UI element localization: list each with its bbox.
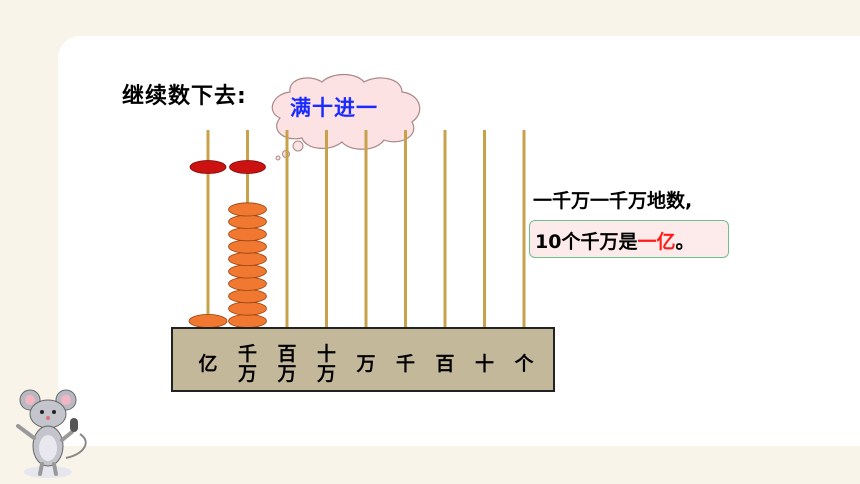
abacus-lower-bead [228,239,267,254]
place-label: 百万 [277,343,297,385]
place-label: 亿 [198,353,218,375]
bubble-text: 满十进一 [290,96,378,120]
abacus-lower-bead [228,276,267,291]
place-label: 千万 [237,343,257,385]
place-label: 万 [356,353,376,375]
abacus-lower-bead [228,251,267,266]
abacus-lower-bead [228,264,267,279]
abacus-lower-bead [228,202,267,217]
mouse-leg-left [38,462,44,476]
abacus-upper-bead [229,160,266,174]
mouse-arm-left [16,424,36,440]
mouse-arm-right [60,430,74,442]
highlight-box [529,220,729,258]
mouse-eye-left [40,410,44,414]
abacus [171,130,555,392]
mouse-belly [39,435,57,461]
mouse-ear-inner-left [25,395,35,405]
mouse-leg-right [52,462,58,476]
explanation-line2: 10个千万是一亿。 [535,227,694,254]
place-label: 千 [395,353,415,375]
abacus-lower-bead [228,214,267,229]
heading: 继续数下去: [122,84,247,109]
explanation-line1: 一千万一千万地数, [533,190,693,212]
abacus-lower-bead [228,301,267,316]
mouse-eye-right [52,410,56,414]
mouse-nose [46,416,50,420]
place-label: 十 [474,353,494,375]
abacus-lower-bead [228,227,267,242]
mouse-tail [65,433,87,459]
place-label: 百 [435,353,455,375]
place-label: 个 [514,353,534,375]
mouse-mascot [16,389,87,478]
abacus-upper-bead [189,160,227,174]
abacus-base [171,327,555,392]
explanation-line2-highlight: 一亿 [637,231,676,253]
mouse-head [29,399,67,429]
abacus-lower-bead [228,289,267,304]
mouse-ear-inner-right [61,395,71,405]
abacus-lower-bead [188,313,228,328]
microphone-icon [70,418,78,432]
thought-bubble-dot-small [275,155,281,161]
thought-bubble-dot-large [292,140,304,152]
mouse-shadow [24,466,72,478]
place-label: 十万 [316,343,336,385]
abacus-lower-bead [228,313,267,328]
explanation-line2-suffix: 。 [675,231,695,253]
explanation-line2-prefix: 10个千万是 [535,231,638,253]
